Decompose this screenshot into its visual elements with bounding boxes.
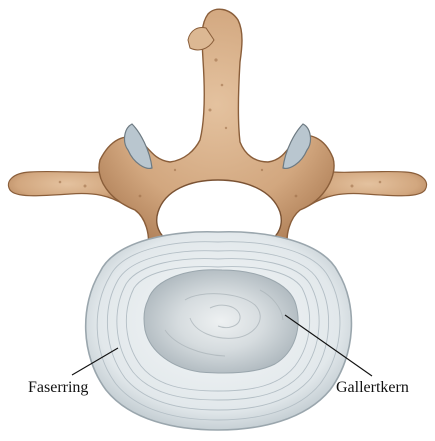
annulus-label: Faserring (28, 380, 88, 396)
nucleus-label: Gallertkern (336, 380, 409, 396)
intervertebral-disc (86, 232, 352, 430)
vertebral-arch (8, 9, 426, 248)
nucleus-pulposus (144, 270, 298, 373)
